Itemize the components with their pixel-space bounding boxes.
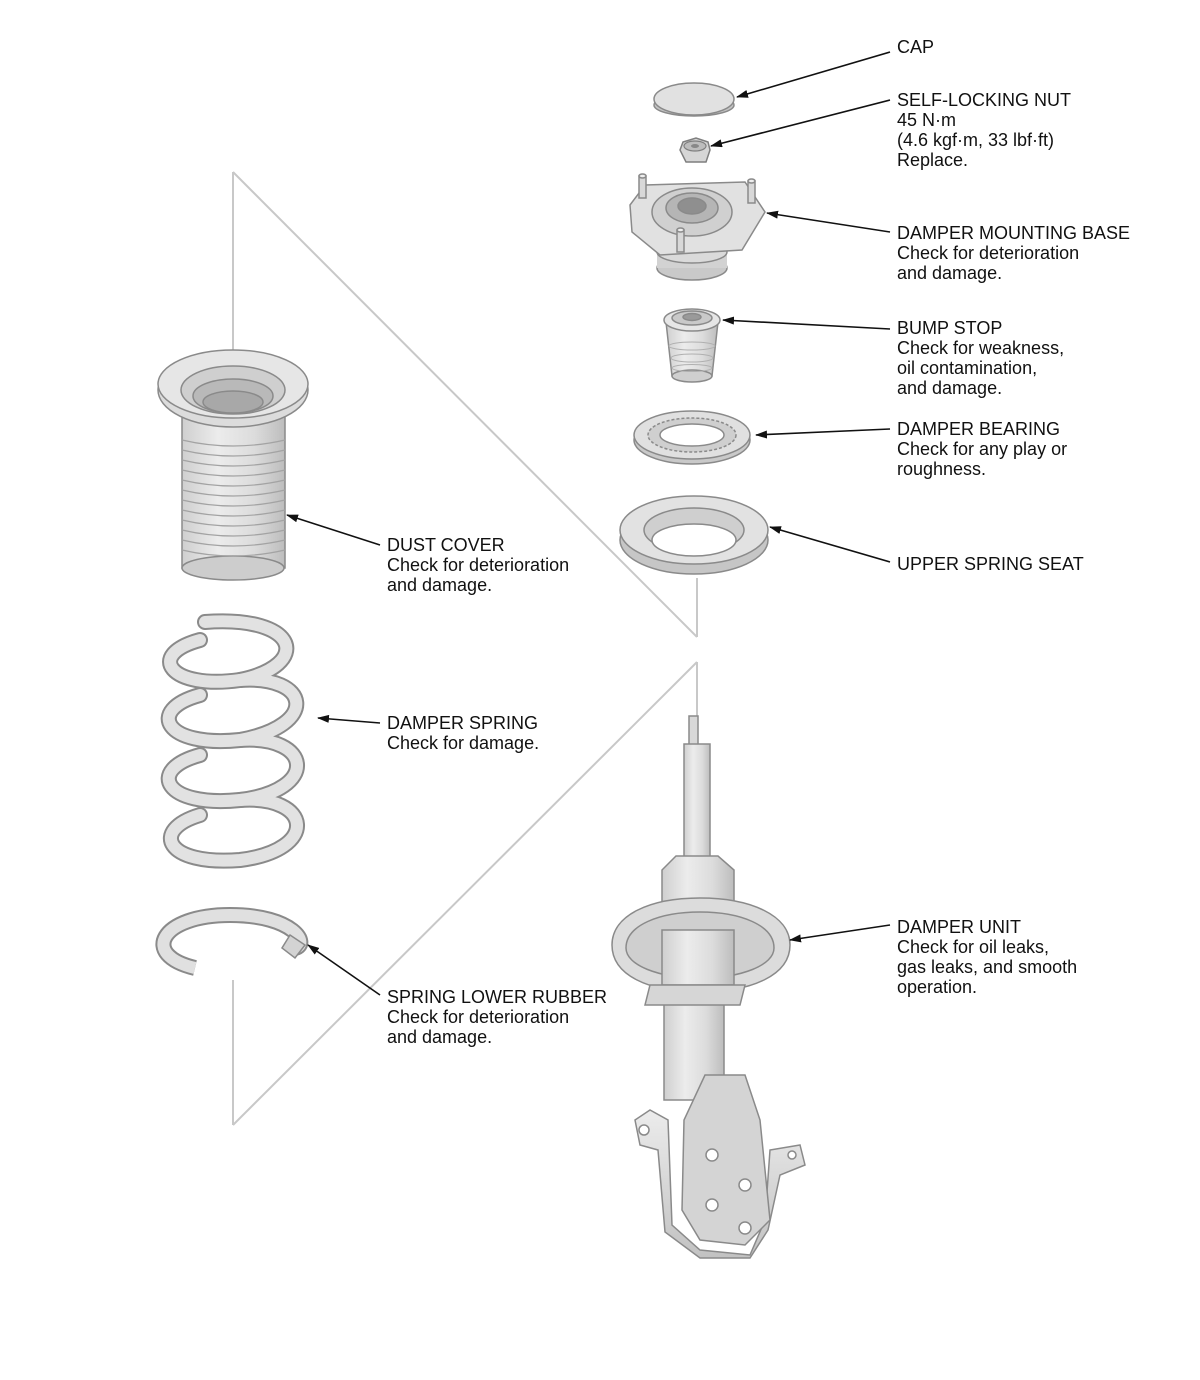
dust-cover-folds [181, 439, 286, 557]
spring-lower-rubber-label: SPRING LOWER RUBBER Check for deteriorat… [387, 987, 607, 1047]
damper-unit-note-3: operation. [897, 977, 978, 997]
dust-cover-note-2: and damage. [387, 575, 493, 595]
damper-bearing-label: DAMPER BEARING Check for any play or rou… [897, 419, 1067, 479]
self-locking-nut-note: Replace. [897, 150, 969, 170]
upper-spring-seat-part [619, 495, 769, 575]
self-locking-nut-torque: 45 N·m [897, 110, 957, 130]
dust-cover-note-1: Check for deterioration [387, 555, 570, 575]
damper-spring-note-1: Check for damage. [387, 733, 540, 753]
damper-mounting-base-part [629, 173, 766, 281]
leader-damper-bearing [755, 428, 891, 439]
dust-cover-part [157, 349, 309, 581]
leader-self-locking-nut [710, 99, 891, 148]
cap-name: CAP [897, 37, 935, 57]
bump-stop-note-1: Check for weakness, [897, 338, 1065, 358]
damper-unit-note-1: Check for oil leaks, [897, 937, 1050, 957]
damper-unit-note-2: gas leaks, and smooth [897, 957, 1078, 977]
dust-cover-name: DUST COVER [387, 535, 505, 555]
spring-lower-rubber-note-2: and damage. [387, 1027, 493, 1047]
cap-label: CAP [897, 37, 934, 57]
damper-bearing-part [633, 410, 751, 465]
leader-cap [736, 51, 891, 98]
bump-stop-name: BUMP STOP [897, 318, 1003, 338]
damper-spring-part [160, 613, 305, 869]
spring-lower-rubber-name: SPRING LOWER RUBBER [387, 987, 608, 1007]
cap-part [653, 82, 735, 117]
damper-bearing-note-1: Check for any play or [897, 439, 1068, 459]
self-locking-nut-label: SELF-LOCKING NUT 45 N·m (4.6 kgf·m, 33 l… [897, 90, 1071, 170]
damper-unit-label: DAMPER UNIT Check for oil leaks, gas lea… [897, 917, 1077, 997]
leader-spring-lower-rubber [307, 944, 381, 996]
damper-bearing-note-2: roughness. [897, 459, 987, 479]
spring-lower-rubber-part [155, 906, 309, 976]
bump-stop-label: BUMP STOP Check for weakness, oil contam… [897, 318, 1064, 398]
guide-lines [232, 171, 698, 1126]
leader-bump-stop [722, 316, 891, 330]
leader-lines [286, 51, 891, 996]
upper-spring-seat-name: UPPER SPRING SEAT [897, 554, 1084, 574]
self-locking-nut-name: SELF-LOCKING NUT [897, 90, 1072, 110]
bump-stop-note-2: oil contamination, [897, 358, 1038, 378]
bump-stop-note-3: and damage. [897, 378, 1003, 398]
upper-spring-seat-label: UPPER SPRING SEAT [897, 554, 1084, 574]
damper-bearing-name: DAMPER BEARING [897, 419, 1061, 439]
leader-upper-spring-seat [769, 526, 891, 563]
leader-damper-mounting-base [766, 210, 891, 233]
self-locking-nut-part [679, 137, 711, 163]
damper-mounting-base-note-1: Check for deterioration [897, 243, 1080, 263]
leader-dust-cover [286, 514, 381, 546]
damper-mounting-base-note-2: and damage. [897, 263, 1003, 283]
leader-damper-spring [317, 714, 381, 724]
self-locking-nut-torque-alt: (4.6 kgf·m, 33 lbf·ft) [897, 130, 1055, 150]
damper-spring-name: DAMPER SPRING [387, 713, 539, 733]
damper-spring-label: DAMPER SPRING Check for damage. [387, 713, 539, 753]
dust-cover-label: DUST COVER Check for deterioration and d… [387, 535, 569, 595]
leader-damper-unit [789, 924, 891, 943]
damper-mounting-base-name: DAMPER MOUNTING BASE [897, 223, 1131, 243]
bump-stop-part [663, 308, 721, 383]
damper-unit-name: DAMPER UNIT [897, 917, 1022, 937]
damper-mounting-base-label: DAMPER MOUNTING BASE Check for deteriora… [897, 223, 1130, 283]
damper-unit-part [611, 715, 806, 1259]
spring-lower-rubber-note-1: Check for deterioration [387, 1007, 570, 1027]
